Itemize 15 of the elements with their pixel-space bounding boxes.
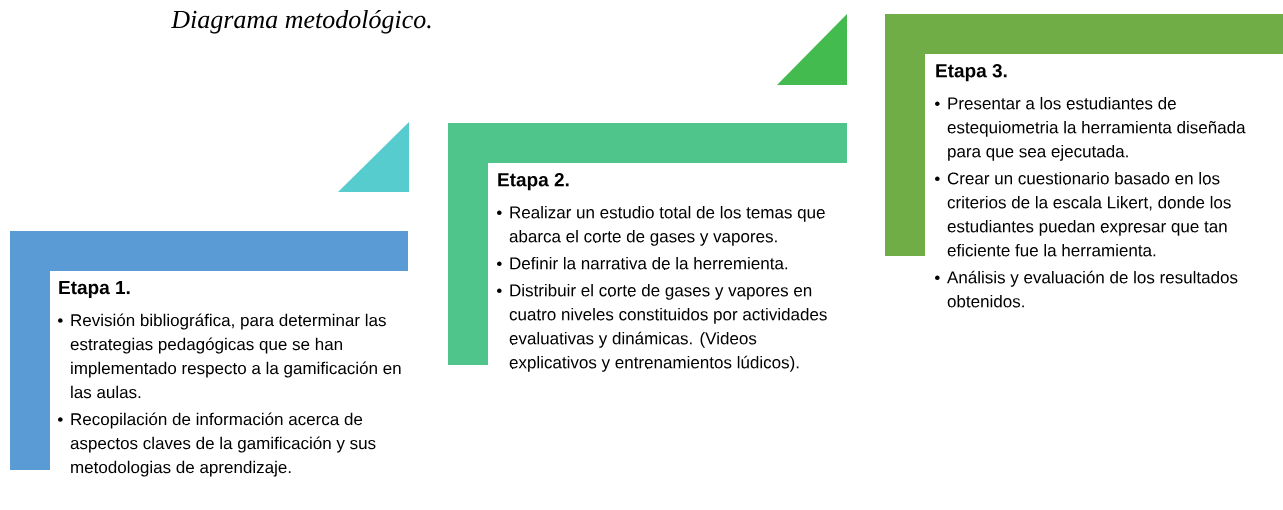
node-label: Presentar a los estudiantes de estequiometria la herramienta diseñada para que sea ejecutada.: [947, 96, 1246, 161]
node-label: Recopilación de información acerca de aspectos claves de la gamificación y sus metodologias de aprendizaje.: [70, 412, 376, 477]
stage-box: Etapa 2. Realizar un estudio total de los temas que abarca el corte de gases y vapores. Definir la narrativa de la herremienta. Distribuir el corte de gases y vapores en cuatro niveles constituidos por actividades evaluativas y dinámicas. (Videos explicativos y entrenamientos lúdicos).: [448, 123, 847, 372]
node-label: Realizar un estudio total de los temas que abarca el corte de gases y vapores.: [509, 205, 825, 246]
node-label: Crear un cuestionario basado en los criterios de la escala Likert, donde los estudiantes puedan expresar que tan eficiente fue la herramienta.: [947, 171, 1231, 257]
node-label: Análisis y evaluación de los resultados obtenidos.: [947, 270, 1238, 308]
stage-box: Etapa 1. Revisión bibliográfica, para determinar las estrategias pedagógicas que se han implementado respecto a la gamificación en las aulas. Recopilación de información acerca de aspectos claves de la gamificación y sus metodologias de aprendizaje.: [10, 231, 408, 477]
node-label: Etapa 3.: [936, 63, 1007, 82]
node-label: Definir la narrativa de la herremienta.: [510, 256, 788, 270]
node-label: Etapa 2.: [498, 172, 569, 191]
stage-box: Etapa 3. Presentar a los estudiantes de estequiometria la herramienta diseñada para que sea ejecutada. Crear un cuestionario basado en los criterios de la escala Likert, donde los estudiantes puedan expresar que tan eficiente fue la herramienta. Análisis y evaluación de los resultados obtenidos.: [885, 14, 1283, 308]
node-label: Revisión bibliográfica, para determinar las estrategias pedagógicas que se han implementado respecto a la gamificación en las aulas.: [70, 313, 401, 399]
node-label: Distribuir el corte de gases y vapores en cuatro niveles constituidos por actividades evaluativas y dinámicas. (Videos explicativos y entrenamientos lúdicos).: [509, 283, 827, 372]
diagram-title: Diagrama metodológico.: [171, 9, 431, 34]
node-label: Etapa 1.: [59, 281, 130, 298]
